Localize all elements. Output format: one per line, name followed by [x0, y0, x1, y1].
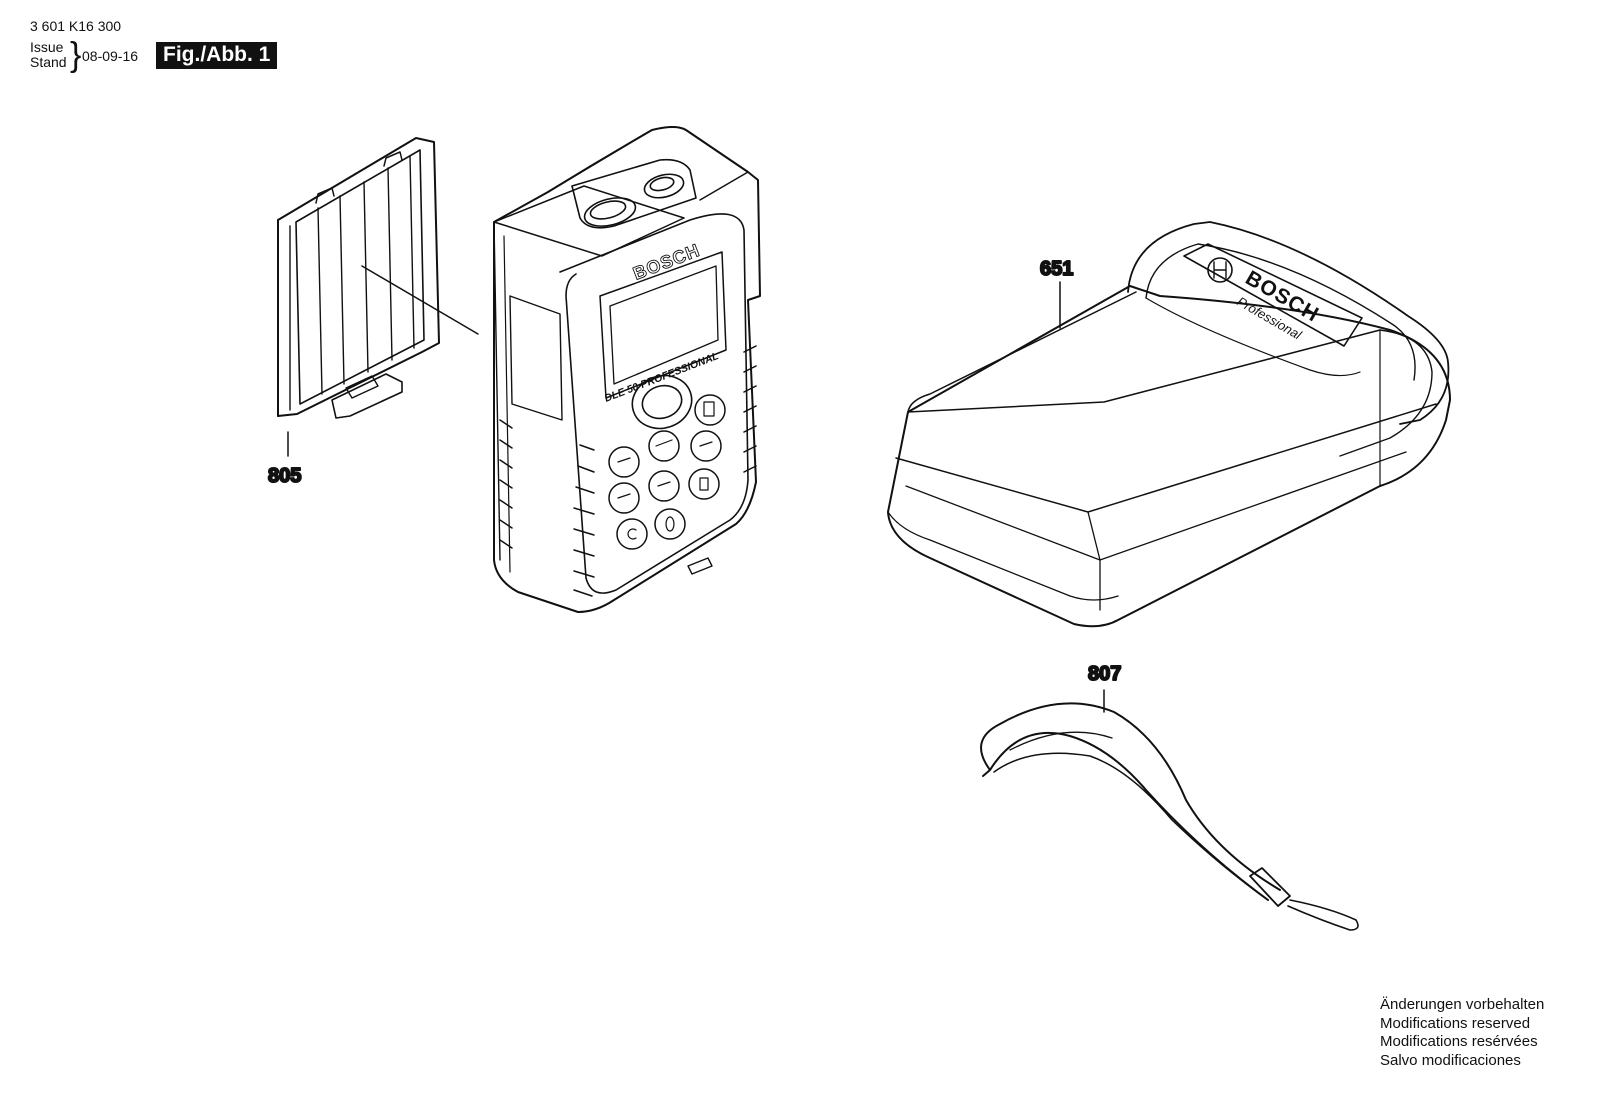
grip-ribs-right: [743, 345, 757, 473]
notice-fr: Modifications resérvées: [1380, 1033, 1538, 1050]
keypad-button: [694, 394, 726, 426]
keypad-button: [690, 430, 722, 462]
notice-de: Änderungen vorbehalten: [1380, 996, 1545, 1013]
wrist-strap-part: [980, 689, 1359, 931]
issue-label: Issue: [30, 39, 64, 55]
keypad-button: [654, 508, 686, 540]
modification-notice: Änderungen vorbehalten Modifications res…: [1380, 996, 1544, 1070]
part-number: 3 601 K16 300: [30, 18, 122, 34]
callout-807: 807: [1088, 663, 1121, 685]
notice-en: Modifications reserved: [1380, 1014, 1531, 1032]
bosch-logo-icon: [1207, 257, 1233, 283]
display-window: [599, 251, 727, 399]
callout-651: 651: [1040, 258, 1073, 280]
keypad-button: [648, 470, 680, 502]
figure-label: Fig./Abb. 1: [156, 42, 278, 69]
callout-805: 805: [268, 465, 301, 487]
notice-es: Salvo modificaciones: [1380, 1051, 1521, 1069]
lens-openings: [571, 158, 697, 229]
grip-ribs-left: [499, 419, 595, 597]
keypad: [608, 394, 726, 550]
brace-icon: }: [70, 36, 82, 74]
keypad-button: [608, 446, 640, 478]
keypad-button: [608, 482, 640, 514]
issue-date: 08-09-16: [82, 48, 139, 64]
keypad-button: [616, 518, 648, 550]
distance-meter-device: BOSCH DLE 50 PROFESSIONAL: [493, 126, 761, 613]
keypad-button: [648, 430, 680, 462]
issue-block: Issue Stand: [30, 40, 67, 70]
measure-button: [631, 374, 693, 430]
carrying-pouch-part: BOSCH Professional: [887, 221, 1451, 628]
device-brand-text: BOSCH: [630, 240, 703, 284]
battery-cover-part: [277, 137, 479, 457]
stand-label: Stand: [30, 54, 67, 70]
keypad-button: [688, 468, 720, 500]
